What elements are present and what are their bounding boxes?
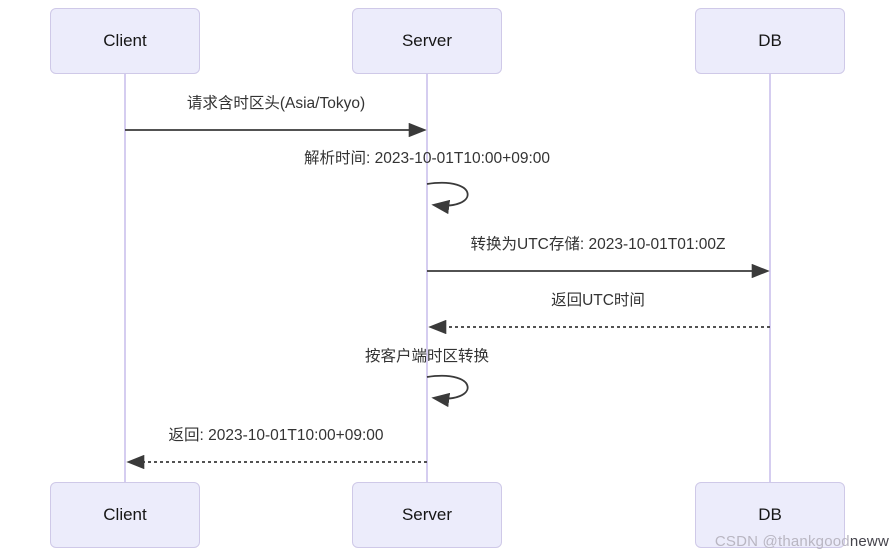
actor-client-bottom: Client bbox=[50, 482, 200, 548]
actor-server-bottom: Server bbox=[352, 482, 502, 548]
message-label-2: 解析时间: 2023-10-01T10:00+09:00 bbox=[304, 150, 550, 167]
message-selfloop-2 bbox=[426, 181, 469, 215]
message-selfloop-5 bbox=[426, 374, 469, 408]
actor-db-bottom: DB bbox=[695, 482, 845, 548]
message-label-1: 请求含时区头(Asia/Tokyo) bbox=[186, 95, 366, 112]
message-label-6: 返回: 2023-10-01T10:00+09:00 bbox=[168, 427, 384, 444]
message-label-4: 返回UTC时间 bbox=[551, 292, 645, 309]
message-label-5: 按客户端时区转换 bbox=[364, 348, 490, 365]
watermark-dark-text: neww bbox=[849, 533, 889, 550]
watermark-light-text: CSDN @thankgood bbox=[714, 533, 850, 550]
actor-db-top: DB bbox=[695, 8, 845, 74]
actor-server-top: Server bbox=[352, 8, 502, 74]
watermark: CSDN @thankgoodneww bbox=[715, 533, 889, 550]
actor-client-top: Client bbox=[50, 8, 200, 74]
message-label-3: 转换为UTC存储: 2023-10-01T01:00Z bbox=[470, 236, 726, 253]
